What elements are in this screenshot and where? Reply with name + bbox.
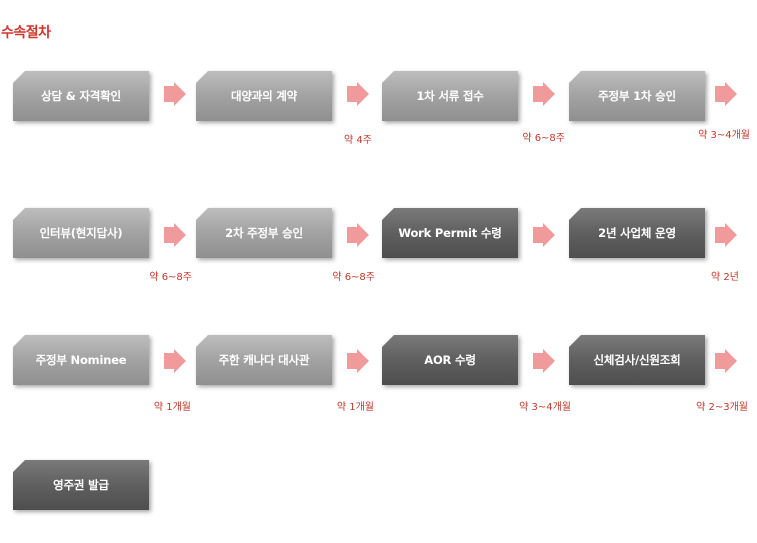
duration-label: 약 2~3개월 (696, 402, 748, 413)
duration-label: 약 1개월 (153, 402, 191, 413)
arrow-right-icon (533, 223, 555, 247)
step-province-nominee: 주정부 Nominee (13, 335, 149, 385)
duration-label: 약 6~8주 (332, 272, 375, 283)
step-province-first-approval: 주정부 1차 승인 (569, 71, 705, 121)
arrow-right-icon (715, 223, 737, 247)
duration-label: 약 3~4개월 (519, 402, 571, 413)
step-12-wrap: 신체검사/신원조회 (569, 335, 708, 388)
arrow-right-icon (347, 349, 369, 373)
arrow-right-icon (164, 82, 186, 106)
step-work-permit: Work Permit 수령 (382, 208, 518, 258)
arrow-right-icon (347, 82, 369, 106)
step-6-wrap: 2차 주정부 승인 (196, 208, 335, 261)
step-permanent-residency: 영주권 발급 (13, 460, 149, 510)
step-3-wrap: 1차 서류 접수 (382, 71, 521, 124)
step-4-wrap: 주정부 1차 승인 (569, 71, 708, 124)
arrow-right-icon (164, 349, 186, 373)
duration-label: 약 6~8주 (149, 272, 192, 283)
step-10-wrap: 주한 캐나다 대사관 (196, 335, 335, 388)
arrow-right-icon (715, 349, 737, 373)
step-aor: AOR 수령 (382, 335, 518, 385)
duration-label: 약 4주 (344, 135, 372, 146)
step-13-wrap: 영주권 발급 (13, 460, 152, 513)
step-11-wrap: AOR 수령 (382, 335, 521, 388)
arrow-right-icon (715, 82, 737, 106)
duration-label: 약 3~4개월 (698, 130, 750, 141)
step-canadian-embassy: 주한 캐나다 대사관 (196, 335, 332, 385)
step-first-submission: 1차 서류 접수 (382, 71, 518, 121)
step-contract: 대양과의 계약 (196, 71, 332, 121)
arrow-right-icon (533, 82, 555, 106)
step-consultation: 상담 & 자격확인 (13, 71, 149, 121)
step-province-second-approval: 2차 주정부 승인 (196, 208, 332, 258)
arrow-right-icon (347, 223, 369, 247)
duration-label: 약 1개월 (336, 402, 374, 413)
arrow-right-icon (533, 349, 555, 373)
step-5-wrap: 인터뷰(현지답사) (13, 208, 152, 261)
page-title: 수속절차 (1, 25, 51, 41)
step-interview: 인터뷰(현지답사) (13, 208, 149, 258)
step-9-wrap: 주정부 Nominee (13, 335, 152, 388)
step-2-wrap: 대양과의 계약 (196, 71, 335, 124)
step-business-operation: 2년 사업체 운영 (569, 208, 705, 258)
step-8-wrap: 2년 사업체 운영 (569, 208, 708, 261)
duration-label: 약 6~8주 (522, 133, 565, 144)
duration-label: 약 2년 (711, 272, 739, 283)
arrow-right-icon (164, 223, 186, 247)
step-medical-background-check: 신체검사/신원조회 (569, 335, 705, 385)
step-7-wrap: Work Permit 수령 (382, 208, 521, 261)
step-1-wrap: 상담 & 자격확인 (13, 71, 152, 124)
